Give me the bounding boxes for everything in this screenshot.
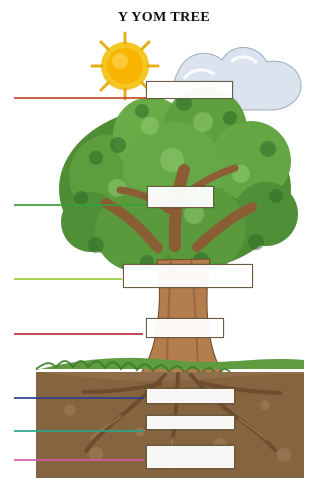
- callout-trunk: [146, 318, 224, 338]
- poster-title: Y YOM TREE: [0, 10, 328, 26]
- rule-roots-3: [14, 459, 144, 461]
- rule-canopy: [14, 204, 146, 206]
- rule-roots-1: [14, 397, 144, 399]
- callout-branches: [123, 264, 253, 288]
- callout-sky: [146, 81, 233, 99]
- callout-roots-1: [146, 388, 235, 404]
- callout-canopy: [147, 186, 214, 208]
- rule-top: [14, 97, 150, 99]
- rule-trunk-upper: [14, 278, 122, 280]
- callout-roots-3: [146, 445, 235, 469]
- rule-roots-2: [14, 430, 143, 432]
- callout-roots-2: [146, 415, 235, 430]
- rule-trunk-lower: [14, 333, 143, 335]
